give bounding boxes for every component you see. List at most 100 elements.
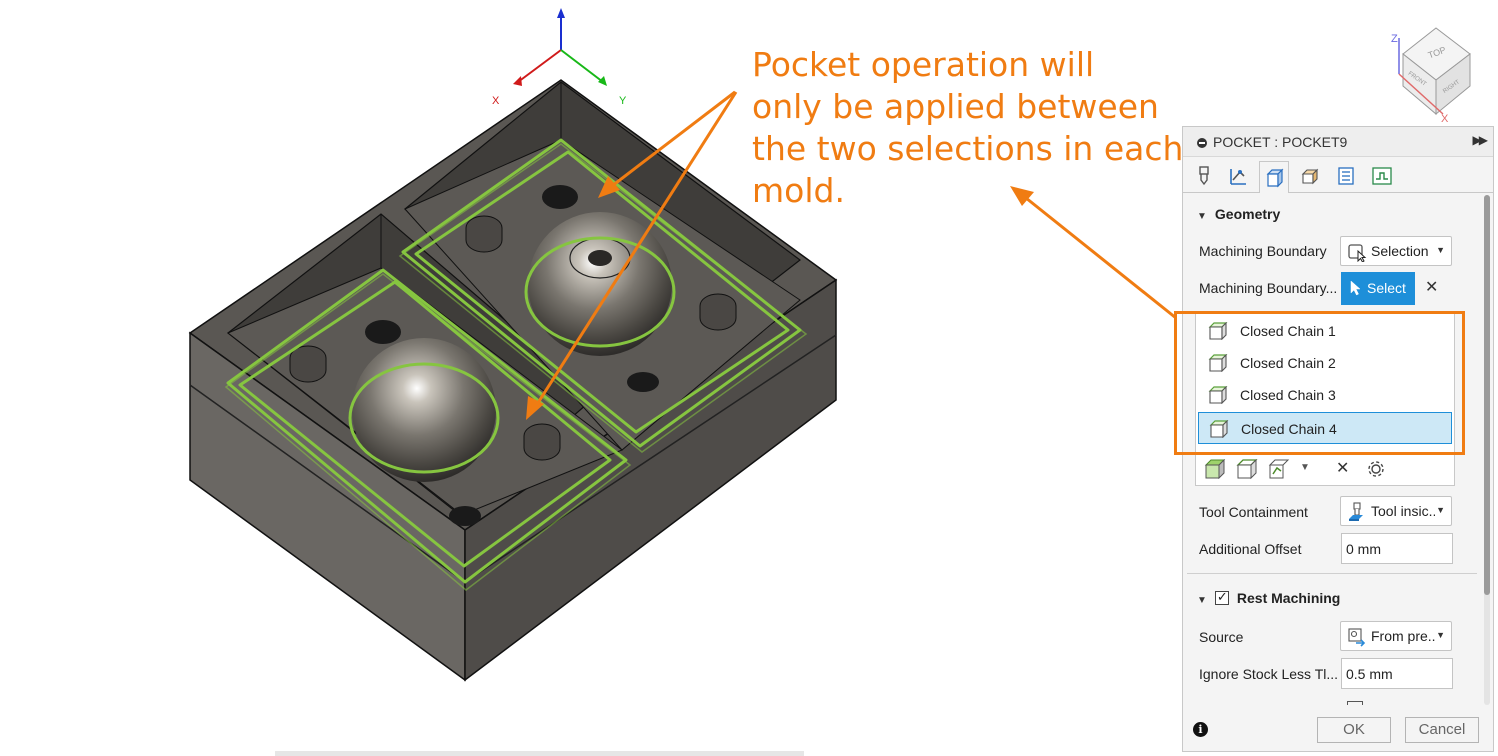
closed-chain-icon [1208,354,1228,372]
select-button-label: Select [1367,280,1406,296]
rest-machining-label: Rest Machining [1236,590,1341,606]
tool-inside-icon [1349,502,1363,521]
cursor-arrow-icon [1350,280,1361,296]
list-item[interactable]: Closed Chain 2 [1198,347,1452,379]
annotation-line-1: Pocket operation will [752,45,1095,84]
chevron-down-icon: ▼ [1436,630,1445,640]
collapse-dot-icon[interactable] [1197,138,1207,148]
chain-outline-left-outer [226,268,628,584]
select-button[interactable]: Select [1341,272,1415,305]
dialog-tabs [1183,157,1493,193]
source-label: Source [1199,629,1244,645]
info-icon[interactable]: i [1193,722,1208,737]
dialog-scrollbar[interactable] [1484,195,1490,705]
passes-icon [1338,167,1354,185]
add-edge-icon[interactable] [1236,459,1258,479]
annotation-line-2: only be applied between [752,87,1159,126]
sphere-cavity-left [352,338,496,482]
add-chain-icon[interactable] [1268,459,1290,479]
machining-boundary-label: Machining Boundary [1199,243,1327,259]
model-axes: X Y [492,8,627,107]
annotation-line-3: the two selections in each [752,129,1184,168]
geometry-tab[interactable] [1259,161,1289,193]
collapse-triangle-icon: ▼ [1197,595,1207,606]
tool-tab[interactable] [1189,161,1219,191]
closed-chain-icon [1209,420,1229,438]
cancel-button[interactable]: Cancel [1405,717,1479,743]
list-item[interactable]: Closed Chain 3 [1198,379,1452,411]
geometry-icon [1266,168,1284,187]
additional-offset-value: 0 mm [1346,541,1381,557]
remove-chain-icon[interactable]: ✕ [1336,460,1350,477]
chevron-down-icon: ▼ [1436,505,1445,515]
geometry-wizard-tab[interactable] [1223,161,1253,191]
sphere-cavity-right [528,212,672,356]
machining-boundary-value: Selection [1371,243,1429,259]
source-dropdown[interactable]: From pre... ▼ [1340,621,1452,651]
geometry-section-label: Geometry [1214,206,1281,222]
bottom-scroll-bar[interactable] [275,751,804,756]
ignore-stock-value: 0.5 mm [1346,666,1393,682]
boundary-selection-label: Machining Boundary... [1199,280,1338,296]
pocket-dialog: POCKET : POCKET9 ▶▶ ▼ Geometry Machining … [1182,126,1494,752]
heights-icon [1301,168,1319,185]
from-previous-icon [1348,628,1366,647]
chain-outline-right-inner [414,150,790,434]
ok-button[interactable]: OK [1317,717,1391,743]
axis-y-label: Y [619,95,627,107]
passes-tab[interactable] [1331,161,1361,191]
additional-offset-label: Additional Offset [1199,541,1302,557]
list-item-selected[interactable]: Closed Chain 4 [1198,412,1452,444]
chain-selection-list: Closed Chain 1 Closed Chain 2 Closed Cha… [1195,311,1455,486]
machining-boundary-dropdown[interactable]: Selection ▼ [1340,236,1452,266]
geometry-section-header[interactable]: ▼ Geometry [1197,206,1280,222]
chain-outline-left-inner [238,280,612,568]
chain-label: Closed Chain 1 [1240,323,1336,339]
add-face-icon[interactable] [1204,459,1226,479]
chain-toolbar: ▼ ✕ [1196,452,1454,484]
tool-containment-value: Tool insic... [1371,503,1435,519]
section-divider [1187,573,1477,574]
list-item[interactable]: Closed Chain 1 [1198,315,1452,347]
closed-chain-icon [1208,386,1228,404]
selection-boundary-icon [1348,244,1367,262]
rest-machining-section-header[interactable]: ▼ Rest Machining [1197,589,1341,606]
tool-containment-dropdown[interactable]: Tool insic... ▼ [1340,496,1452,526]
dialog-titlebar[interactable]: POCKET : POCKET9 ▶▶ [1183,127,1493,157]
ignore-stock-label: Ignore Stock Less Tl... [1199,666,1339,682]
linking-icon [1372,167,1392,185]
axis-x-label: X [492,95,500,107]
linking-tab[interactable] [1367,161,1397,191]
tool-icon [1199,166,1209,186]
chain-options-chevron-icon[interactable]: ▼ [1300,462,1310,473]
clear-selection-icon[interactable]: ✕ [1425,279,1439,296]
expand-panel-icon[interactable]: ▶▶ [1472,133,1489,147]
annotation-arrows [526,90,1177,420]
wizard-icon [1230,169,1246,185]
heights-tab[interactable] [1295,161,1325,191]
dialog-title: POCKET : POCKET9 [1213,134,1348,150]
chain-list-highlight [1174,311,1465,455]
tool-containment-label: Tool Containment [1199,504,1308,520]
chain-label: Closed Chain 3 [1240,387,1336,403]
rest-machining-checkbox[interactable] [1214,589,1229,605]
scrollbar-thumb[interactable] [1484,195,1490,595]
viewcube-axis-z: Z [1391,33,1398,45]
viewcube-axis-x: X [1441,113,1449,124]
annotation-callout: Pocket operation will only be applied be… [752,44,1184,212]
chevron-down-icon: ▼ [1436,245,1445,255]
dialog-footer: i OK Cancel [1183,707,1493,751]
chain-label: Closed Chain 2 [1240,355,1336,371]
closed-chain-icon [1208,322,1228,340]
gear-icon[interactable] [1366,459,1386,479]
view-cube[interactable]: TOP FRONT RIGHT Z X [1388,24,1478,124]
clipped-next-row [1197,701,1477,705]
ignore-stock-field[interactable]: 0.5 mm [1341,658,1453,689]
collapse-triangle-icon: ▼ [1197,211,1207,222]
additional-offset-field[interactable]: 0 mm [1341,533,1453,564]
source-value: From pre... [1371,628,1435,644]
chain-label: Closed Chain 4 [1241,421,1337,437]
annotation-line-4: mold. [752,171,845,210]
mold-model [188,79,838,682]
